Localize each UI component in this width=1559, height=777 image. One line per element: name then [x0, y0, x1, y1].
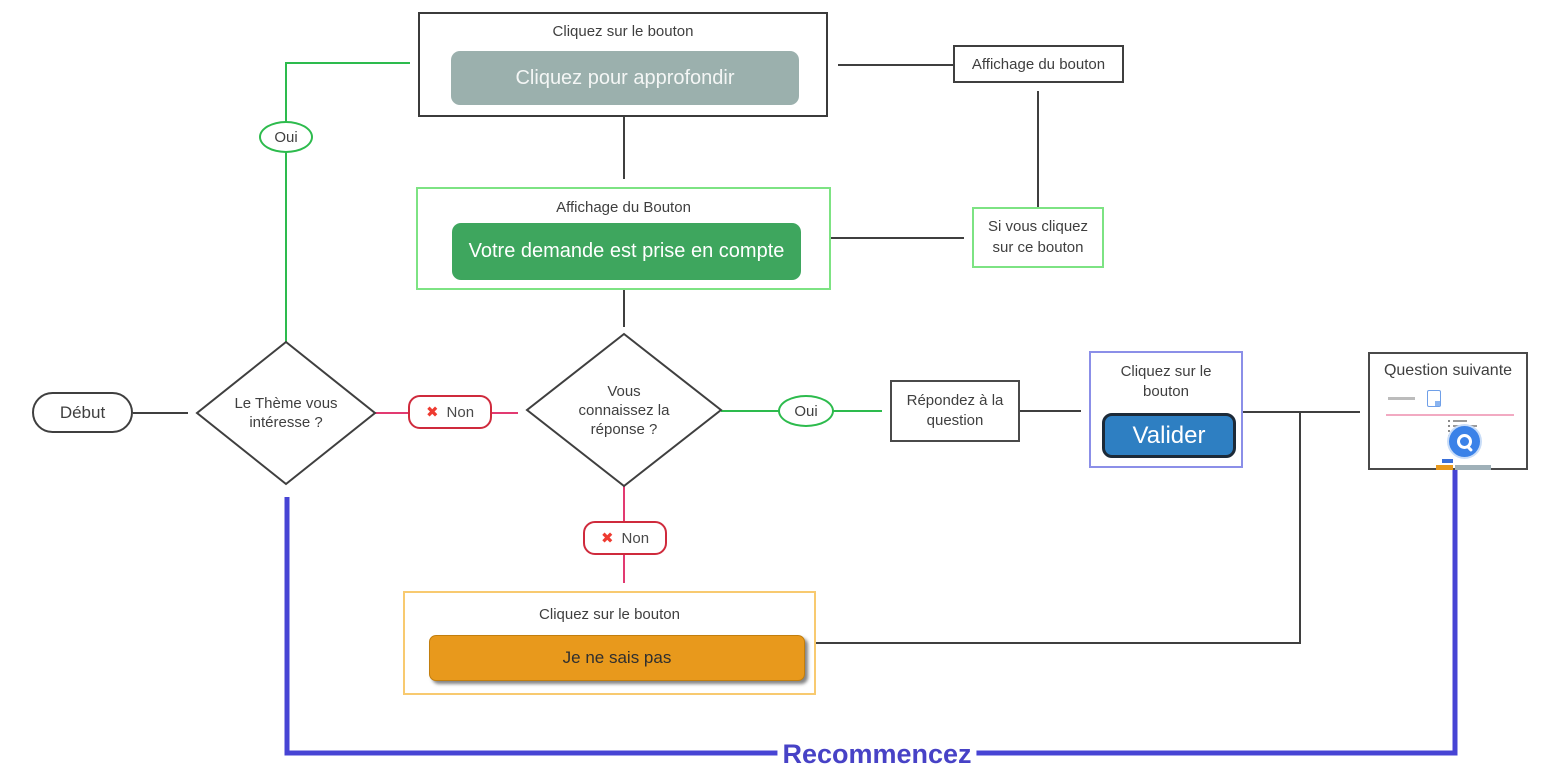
start-node: Début [32, 392, 133, 433]
green-box-node: Affichage du Bouton Votre demande est pr… [416, 187, 831, 290]
non-badge-down: ✖ Non [583, 521, 667, 555]
magnifier-icon [1449, 426, 1480, 457]
document-fold [1435, 401, 1440, 406]
non-badge-mid-label: Non [446, 403, 475, 421]
recommencez-label: Recommencez [777, 739, 977, 770]
thumbnail-answer-row [1448, 420, 1488, 422]
si-vous-cliquez-node: Si vous cliquez sur ce bouton [972, 207, 1104, 268]
repondez-label: Répondez à la question [906, 391, 1004, 429]
valider-box-node: Cliquez sur le bouton Valider [1089, 351, 1243, 468]
oui-badge-right-label: Oui [794, 402, 818, 420]
decision-reponse-shape [525, 332, 723, 488]
oui-badge-top-label: Oui [274, 128, 298, 146]
orange-box-label: Cliquez sur le bouton [539, 606, 680, 623]
thumbnail-blue-chip [1442, 459, 1453, 463]
oui-badge-right: Oui [778, 395, 834, 427]
je-ne-sais-pas-button[interactable]: Je ne sais pas [429, 635, 805, 681]
thumbnail-divider [1386, 414, 1514, 416]
si-vous-cliquez-label: Si vous cliquez sur ce bouton [987, 218, 1089, 256]
x-icon: ✖ [425, 403, 439, 421]
decision-reponse-label: Vous connaissez la réponse ? [578, 383, 670, 439]
thumbnail-gray-bar [1455, 465, 1491, 470]
magnifier-lens [1457, 434, 1472, 449]
edge-orange-to-junction [816, 413, 1301, 644]
edge-theme-oui-to-top-box [285, 62, 410, 342]
thumbnail-orange-chip [1436, 465, 1453, 470]
x-icon: ✖ [600, 529, 614, 547]
affichage-bouton-label: Affichage du bouton [971, 55, 1106, 73]
question-suivante-node: Question suivante [1368, 352, 1528, 470]
magnifier-handle [1465, 444, 1474, 453]
top-box-label: Cliquez sur le bouton [552, 23, 694, 40]
approfondir-button[interactable]: Cliquez pour approfondir [451, 51, 799, 105]
non-badge-mid: ✖ Non [408, 395, 492, 429]
start-label: Début [59, 402, 106, 422]
orange-box-node: Cliquez sur le bouton Je ne sais pas [403, 591, 816, 695]
question-suivante-label: Question suivante [1383, 362, 1513, 379]
valider-box-label: Cliquez sur le bouton [1120, 363, 1212, 400]
oui-badge-top: Oui [259, 121, 313, 153]
demande-button[interactable]: Votre demande est prise en compte [452, 223, 801, 280]
repondez-node: Répondez à la question [890, 380, 1020, 442]
document-icon [1427, 390, 1441, 407]
affichage-bouton-node: Affichage du bouton [953, 45, 1124, 83]
decision-theme-label: Le Thème vous intéresse ? [234, 395, 338, 432]
valider-button[interactable]: Valider [1102, 413, 1236, 458]
decision-theme-shape [195, 340, 377, 486]
thumbnail-text-bar [1388, 397, 1415, 400]
non-badge-down-label: Non [621, 529, 650, 547]
green-box-label: Affichage du Bouton [556, 199, 691, 216]
top-box-node: Cliquez sur le bouton Cliquez pour appro… [418, 12, 828, 117]
